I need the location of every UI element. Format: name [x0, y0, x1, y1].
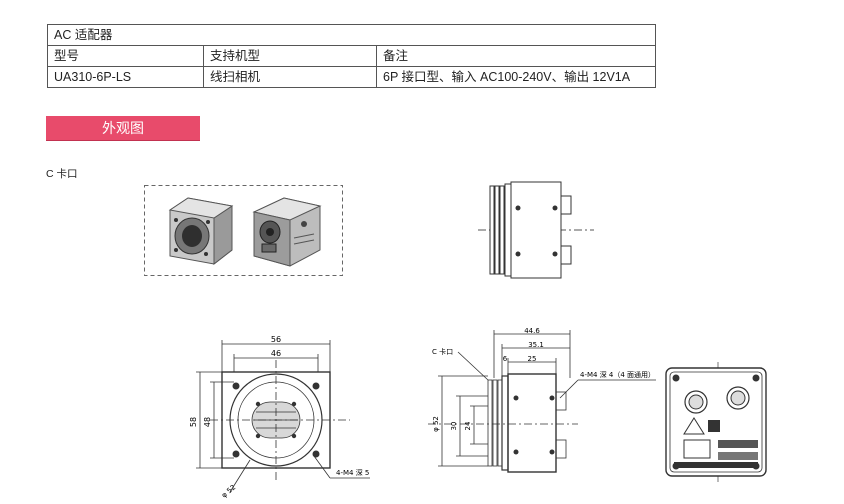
dim-height-30: 30 [450, 422, 458, 431]
dim-length-small: 6 [503, 355, 508, 363]
header-supported-camera: 支持机型 [203, 45, 377, 67]
dim-height-24: 24 [464, 421, 472, 430]
adapter-spec-table: AC 适配器 型号 支持机型 备注 UA310-6P-LS 线扫相机 6P 接口… [47, 24, 656, 88]
dim-length-body: 35.1 [528, 341, 544, 349]
mount-type-label: C 卡口 [46, 168, 78, 180]
side-view-drawing: C 卡口 44.6 35.1 6 25 φ 52 30 24 4-M4 深 4（… [428, 327, 656, 473]
camera-3d-views [144, 185, 343, 276]
side-thread-note: 4-M4 深 4（4 面通用） [580, 370, 655, 379]
camera-side-silhouette [478, 181, 594, 279]
table-header-row: 型号 支持机型 备注 [47, 45, 656, 67]
product-label [718, 440, 758, 448]
warning-label-icon [683, 417, 720, 435]
serial-label [674, 462, 758, 468]
camera-front-3d-image [168, 197, 234, 266]
dim-height-inner: 48 [203, 417, 212, 427]
camera-rear-3d-image [252, 197, 322, 267]
dim-width-outer: 56 [271, 335, 281, 344]
dim-length-total: 44.6 [524, 327, 540, 335]
cell-supported-camera: 线扫相机 [203, 66, 377, 88]
side-mount-callout: C 卡口 [432, 347, 453, 356]
dim-diameter-side: φ 52 [432, 416, 440, 432]
ce-marking-label [718, 452, 758, 460]
header-remarks: 备注 [376, 45, 656, 67]
table-row: UA310-6P-LS 线扫相机 6P 接口型、输入 AC100-240V、输出… [47, 66, 656, 88]
front-view-drawing: 56 46 58 48 4-M4 深 5 φ 52 [190, 335, 370, 500]
table-title-row: AC 适配器 [47, 24, 656, 46]
dim-length-mid: 25 [528, 355, 537, 363]
power-connector-icon [684, 390, 708, 414]
section-title-appearance: 外观图 [46, 116, 200, 141]
cell-remarks: 6P 接口型、输入 AC100-240V、输出 12V1A [376, 66, 656, 88]
rear-view-drawing [665, 362, 767, 482]
dim-width-inner: 46 [271, 349, 281, 358]
table-title: AC 适配器 [47, 24, 656, 46]
dim-height-outer: 58 [190, 417, 198, 427]
dim-diameter-front: φ 52 [220, 483, 237, 499]
header-model: 型号 [47, 45, 204, 67]
front-thread-note: 4-M4 深 5 [336, 468, 369, 477]
ethernet-port-icon [683, 439, 711, 459]
io-connector-icon [726, 386, 750, 410]
cell-model: UA310-6P-LS [47, 66, 204, 88]
